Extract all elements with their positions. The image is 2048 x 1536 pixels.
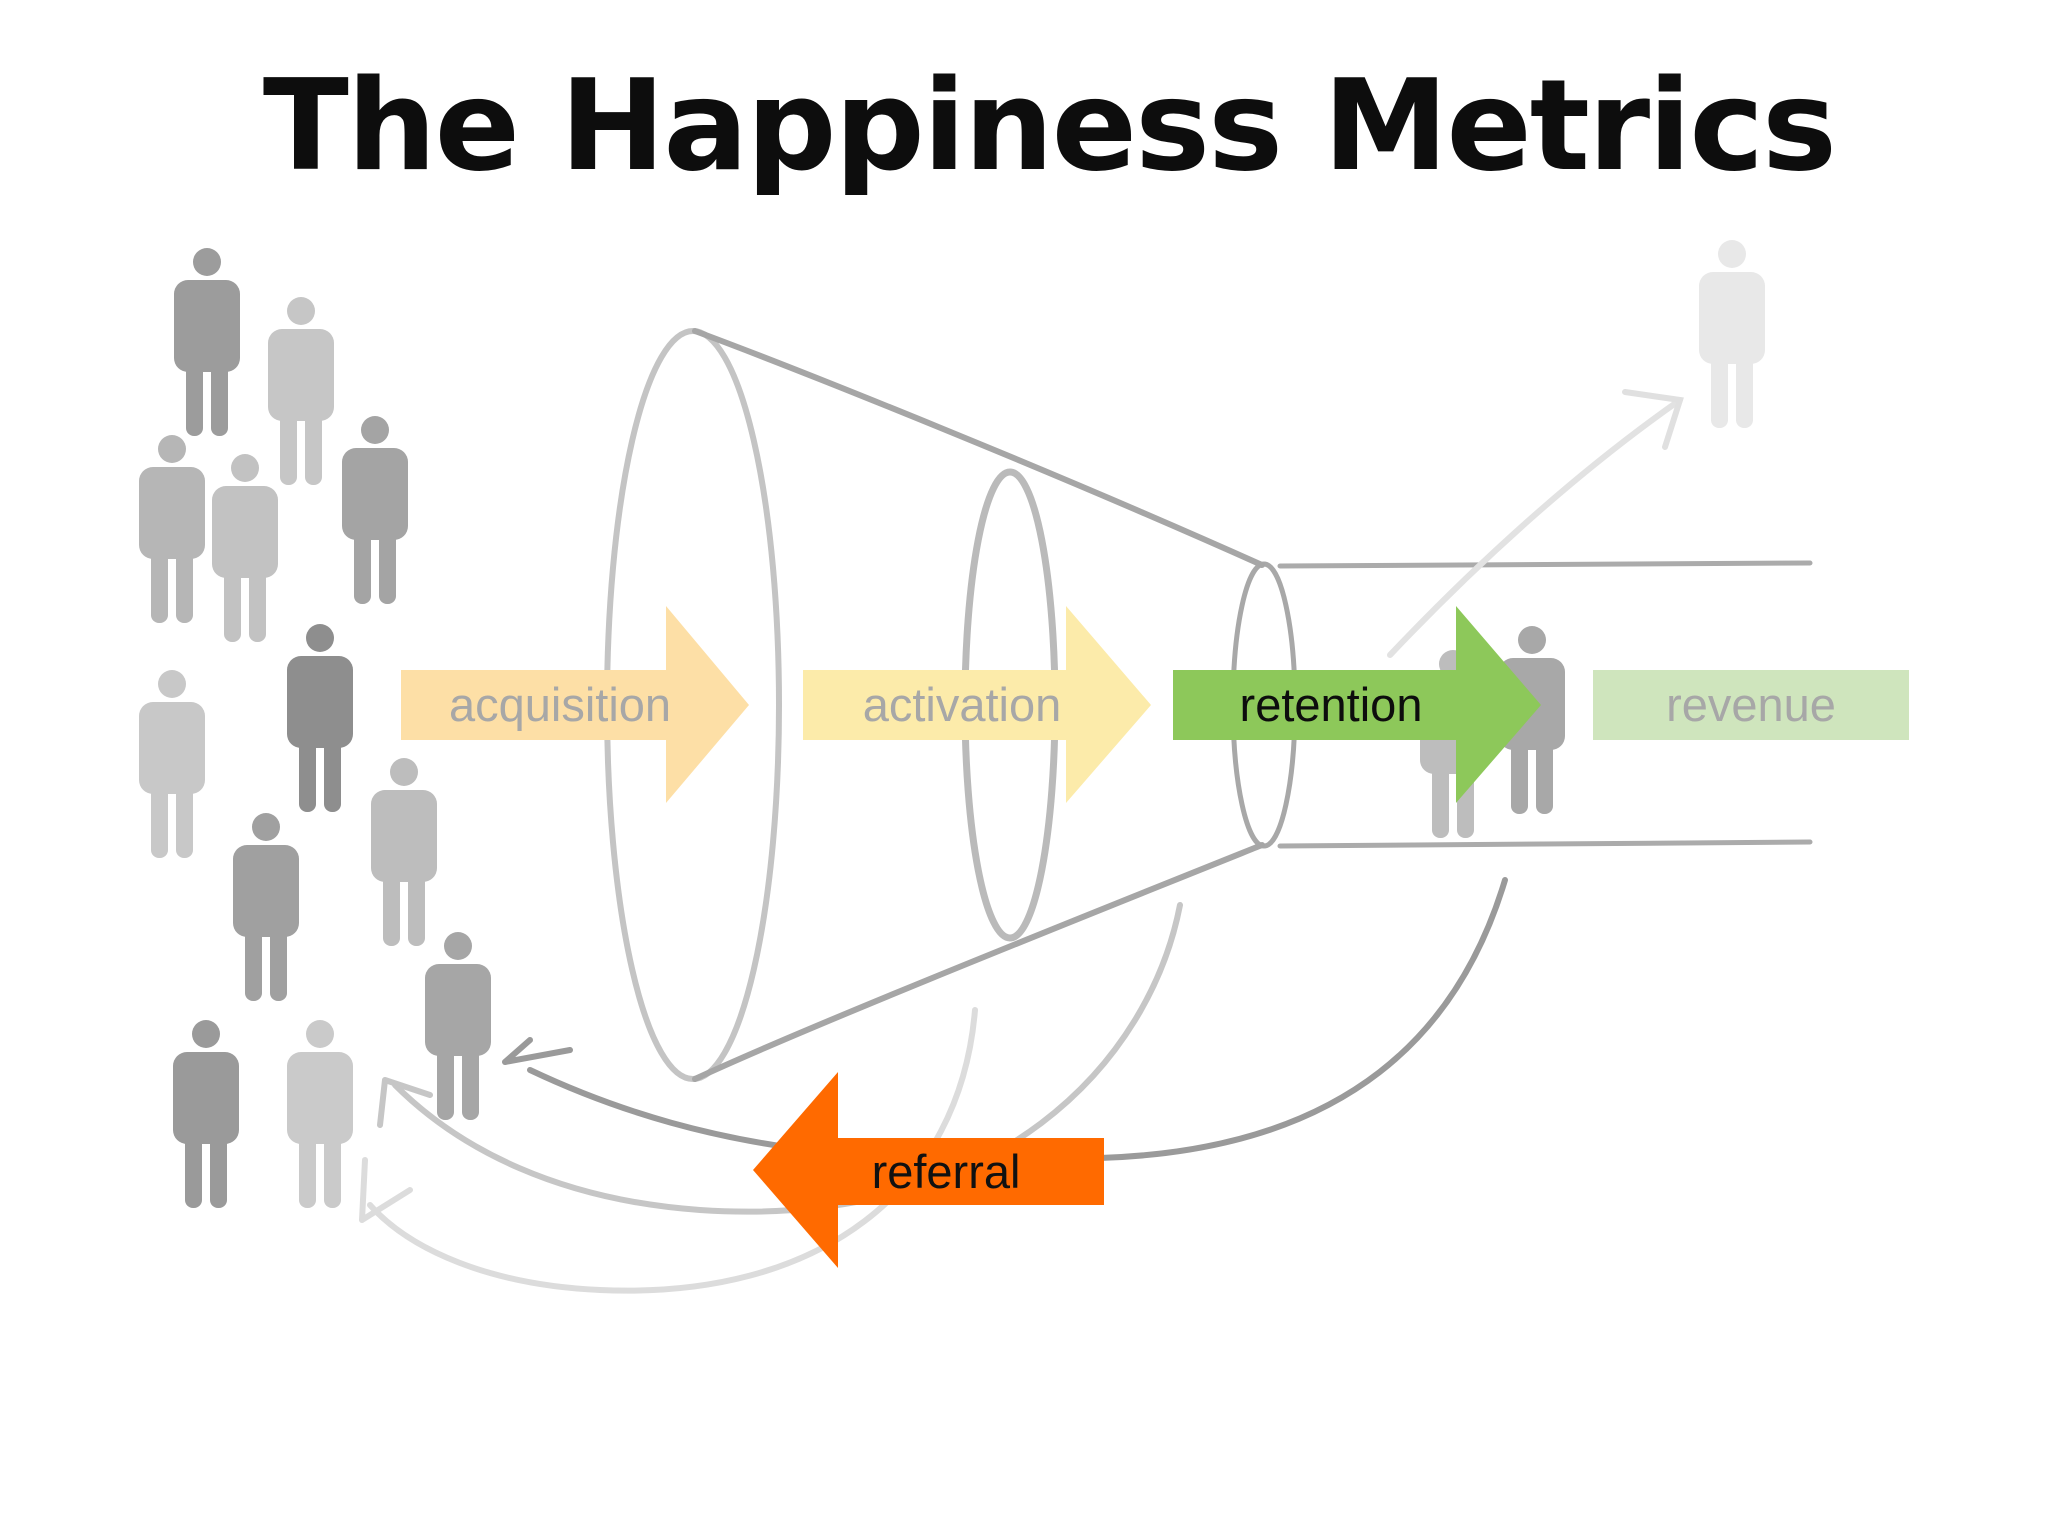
stage-activation: activation [803,606,1151,803]
person-icon [1699,240,1765,428]
person-icon [139,670,205,858]
pipe-bottom-line [1277,839,1813,849]
acquisition-arrow [401,606,749,803]
person-icon [287,624,353,812]
slide-title: The Happiness Metrics [262,52,1837,199]
person-icon [173,1020,239,1208]
person-icon [425,932,491,1120]
exit-arrow [1387,397,1683,658]
person-icon [287,1020,353,1208]
stage-referral: referral [753,1072,1104,1268]
funnel-top-edge [692,328,1265,568]
stage-retention: retention [1173,606,1541,803]
person-icon [342,416,408,604]
retention-arrow [1173,606,1541,803]
referral-arrow [753,1072,1104,1268]
funnel-bottom-edge [692,842,1265,1082]
acquisition-label: acquisition [449,678,671,731]
retention-label: retention [1240,678,1423,731]
stage-arrows: acquisition activation retention revenue [401,606,1909,803]
activation-label: activation [863,678,1062,731]
loop-arrowhead-2 [377,1077,433,1128]
person-icon [233,813,299,1001]
loop-arrowhead-1 [502,1037,573,1065]
person-icon [371,758,437,946]
person-icon [268,297,334,485]
exit-arrowhead [1622,389,1684,450]
referral-loop [359,877,1508,1294]
person-icon [174,248,240,436]
person-icon [212,454,278,642]
loop-curve-outer [527,877,1508,1164]
person-icon [139,435,205,623]
loop-arrowhead-3 [359,1157,413,1223]
stage-acquisition: acquisition [401,606,749,803]
activation-arrow [803,606,1151,803]
stage-revenue: revenue [1593,670,1909,740]
revenue-box [1593,670,1909,740]
pipe-top-line [1277,560,1813,569]
referral-label: referral [872,1145,1021,1198]
revenue-label: revenue [1666,678,1836,731]
